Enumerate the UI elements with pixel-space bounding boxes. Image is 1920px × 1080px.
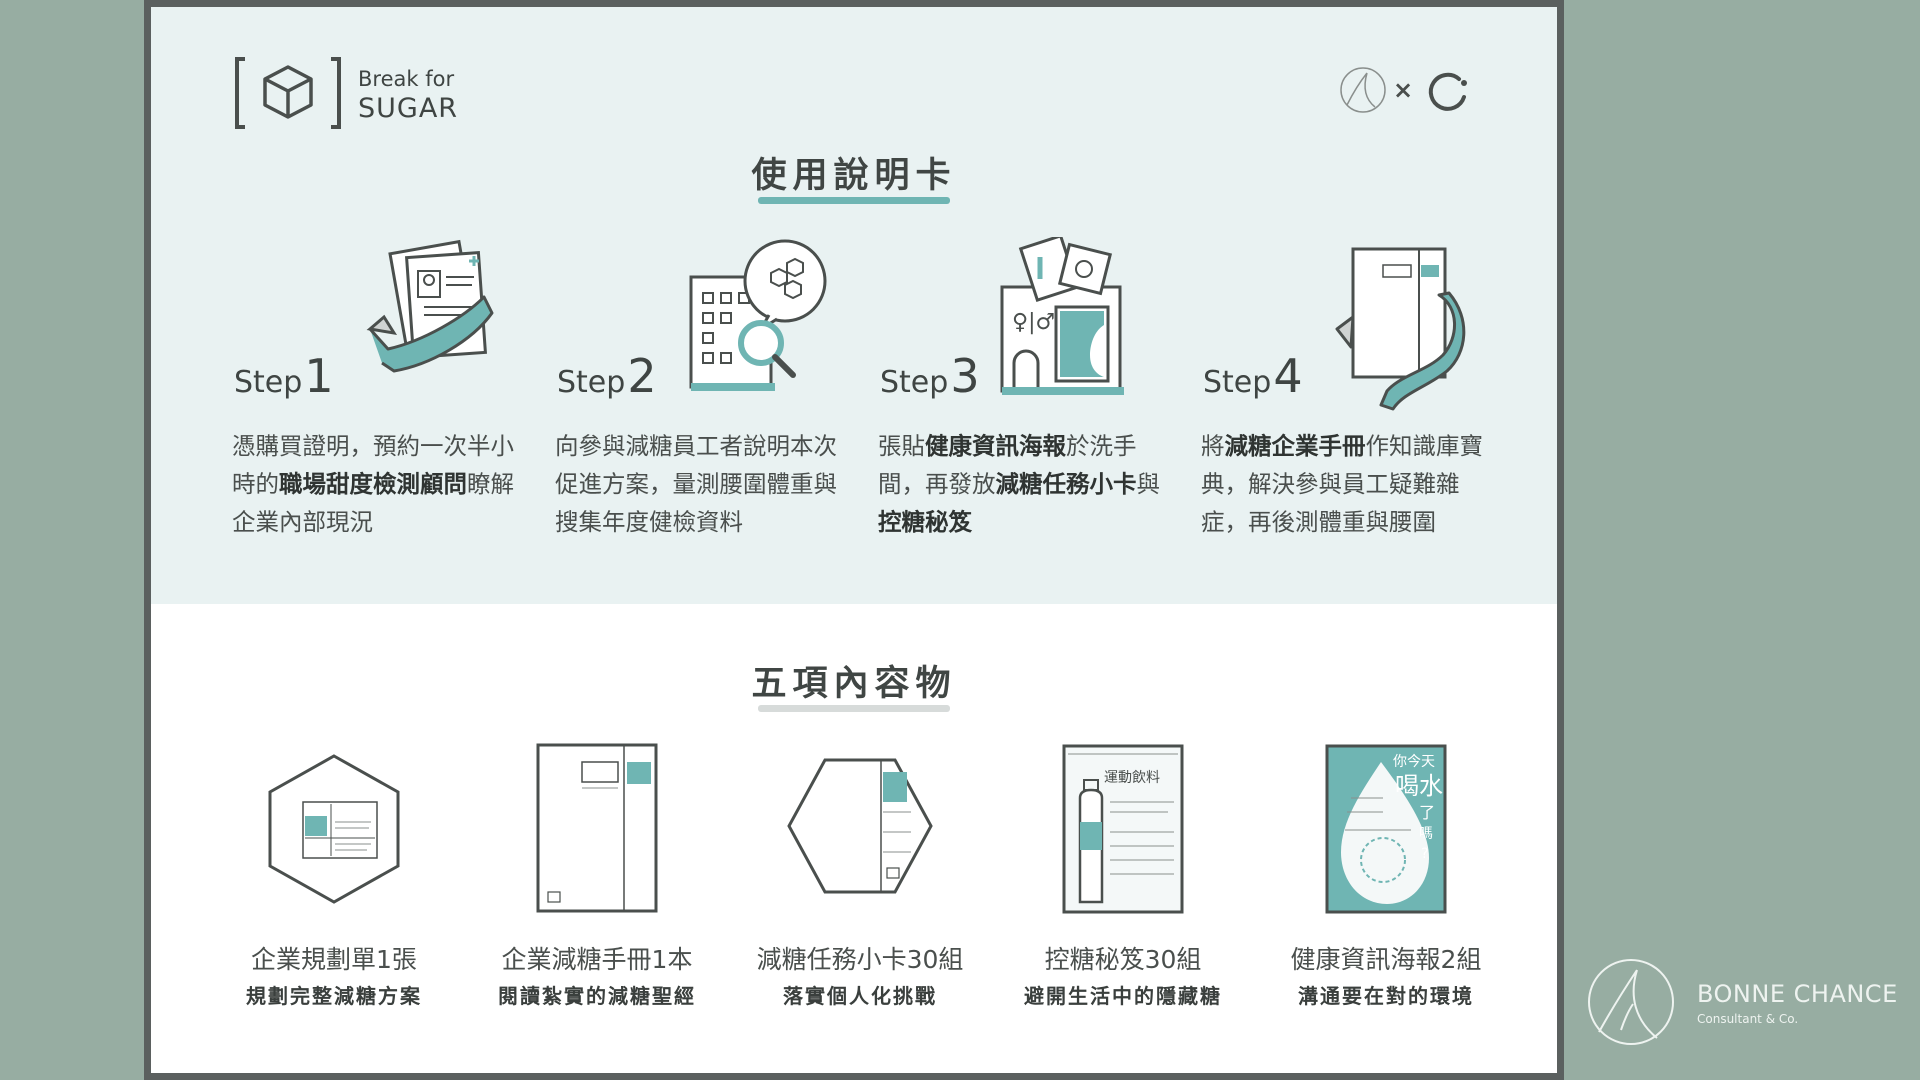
drink-title: 運動飲料 xyxy=(1104,770,1160,786)
item-1-name: 企業規劃單1張 xyxy=(251,945,417,974)
bonne-chance-mark-icon xyxy=(1340,67,1386,113)
usage-title: 使用說明卡 xyxy=(751,156,957,196)
brand-logo: Break for SUGAR xyxy=(233,55,473,135)
mission-card-icon xyxy=(787,758,933,894)
content-item-poster: 你今天 喝水 了 嗎 ? 健康資訊海報2組 溝通要在對的環境 xyxy=(1261,742,1511,1022)
item-4-name: 控糖秘笈30組 xyxy=(1044,945,1202,974)
handbook-icon xyxy=(536,743,658,913)
step-1: Step1 憑購買證明，預約一次半小時的職場甜度檢測顧問瞭解企業內部現況 xyxy=(232,237,534,567)
item-3-name: 減糖任務小卡30組 xyxy=(756,945,964,974)
content-item-sugar-guide: 運動飲料 控糖秘笈30組 避開生活中的隱藏糖 xyxy=(998,742,1248,1022)
step-4-text: 將減糖企業手冊作知識庫寶典，解決參與員工疑難雜症，再後測體重與腰圍 xyxy=(1201,432,1483,536)
water-poster-icon: 你今天 喝水 了 嗎 ? xyxy=(1325,744,1447,914)
handbook-tape-icon xyxy=(1335,247,1466,411)
poster-text-5: ? xyxy=(1421,846,1428,862)
planning-sheet-icon xyxy=(268,754,400,904)
poster-text-3: 了 xyxy=(1419,803,1435,822)
instruction-card: Break for SUGAR × 使用說明卡 Step1 xyxy=(144,0,1564,1080)
contents-title: 五項內容物 xyxy=(751,664,957,704)
usage-title-underline xyxy=(758,197,950,204)
step-2-label: Step2 xyxy=(557,349,657,403)
step-2-text: 向參與減糖員工者說明本次促進方案，量測腰圍體重與搜集年度健檢資料 xyxy=(555,432,837,536)
step-1-text: 憑購買證明，預約一次半小時的職場甜度檢測顧問瞭解企業內部現況 xyxy=(232,432,514,536)
building-search-icon xyxy=(689,239,827,391)
poster-text-2: 喝水 xyxy=(1395,772,1443,800)
brand-line1: Break for xyxy=(358,67,455,91)
step-4-label: Step4 xyxy=(1203,349,1303,403)
partner-separator: × xyxy=(1393,76,1413,104)
cube-bracket-icon xyxy=(235,57,341,129)
step-3-label: Step3 xyxy=(880,349,980,403)
step-4: Step4 將減糖企業手冊作知識庫寶典，解決參與員工疑難雜症，再後測體重與腰圍 xyxy=(1201,237,1503,567)
step-1-label: Step1 xyxy=(234,349,334,403)
item-5-sub: 溝通要在對的環境 xyxy=(1298,984,1474,1008)
contents-title-underline xyxy=(758,705,950,712)
content-item-planning-sheet: 企業規劃單1張 規劃完整減糖方案 xyxy=(209,742,459,1022)
brand-line2: SUGAR xyxy=(358,93,459,124)
step-3: Step3 ♀|♂ 張貼健康資訊海報於洗手間，再發放減糖任務小卡與控糖秘笈 xyxy=(878,237,1180,567)
item-4-sub: 避開生活中的隱藏糖 xyxy=(1024,984,1222,1008)
item-1-sub: 規劃完整減糖方案 xyxy=(246,984,422,1008)
drink-guide-icon: 運動飲料 xyxy=(1062,744,1184,914)
restroom-poster-icon: ♀|♂ xyxy=(1000,237,1124,395)
company-name: BONNE CHANCE xyxy=(1697,980,1898,1008)
step-2: Step2 向參與減糖員工者說明本次促進方案，量 xyxy=(555,237,857,567)
bonne-chance-logo: BONNE CHANCE Consultant & Co. xyxy=(1585,958,1905,1048)
documents-tape-icon xyxy=(366,239,494,373)
bonne-chance-emblem-icon xyxy=(1588,959,1674,1045)
item-3-sub: 落實個人化挑戰 xyxy=(783,984,937,1008)
company-tagline: Consultant & Co. xyxy=(1697,1012,1799,1026)
step-3-text: 張貼健康資訊海報於洗手間，再發放減糖任務小卡與控糖秘笈 xyxy=(878,432,1160,536)
usage-section: Break for SUGAR × 使用說明卡 Step1 xyxy=(151,7,1557,604)
poster-text-1: 你今天 xyxy=(1393,754,1435,770)
poster-text-4: 嗎 xyxy=(1419,826,1433,842)
refresh-logo-icon xyxy=(1428,72,1467,111)
svg-text:♀|♂: ♀|♂ xyxy=(1012,310,1055,335)
item-2-name: 企業減糖手冊1本 xyxy=(501,945,693,974)
item-2-sub: 閱讀紮實的減糖聖經 xyxy=(498,984,696,1008)
content-item-mission-cards: 減糖任務小卡30組 落實個人化挑戰 xyxy=(735,742,985,1022)
item-5-name: 健康資訊海報2組 xyxy=(1290,945,1482,974)
content-item-handbook: 企業減糖手冊1本 閱讀紮實的減糖聖經 xyxy=(472,742,722,1022)
partner-logos: × xyxy=(1337,65,1477,115)
